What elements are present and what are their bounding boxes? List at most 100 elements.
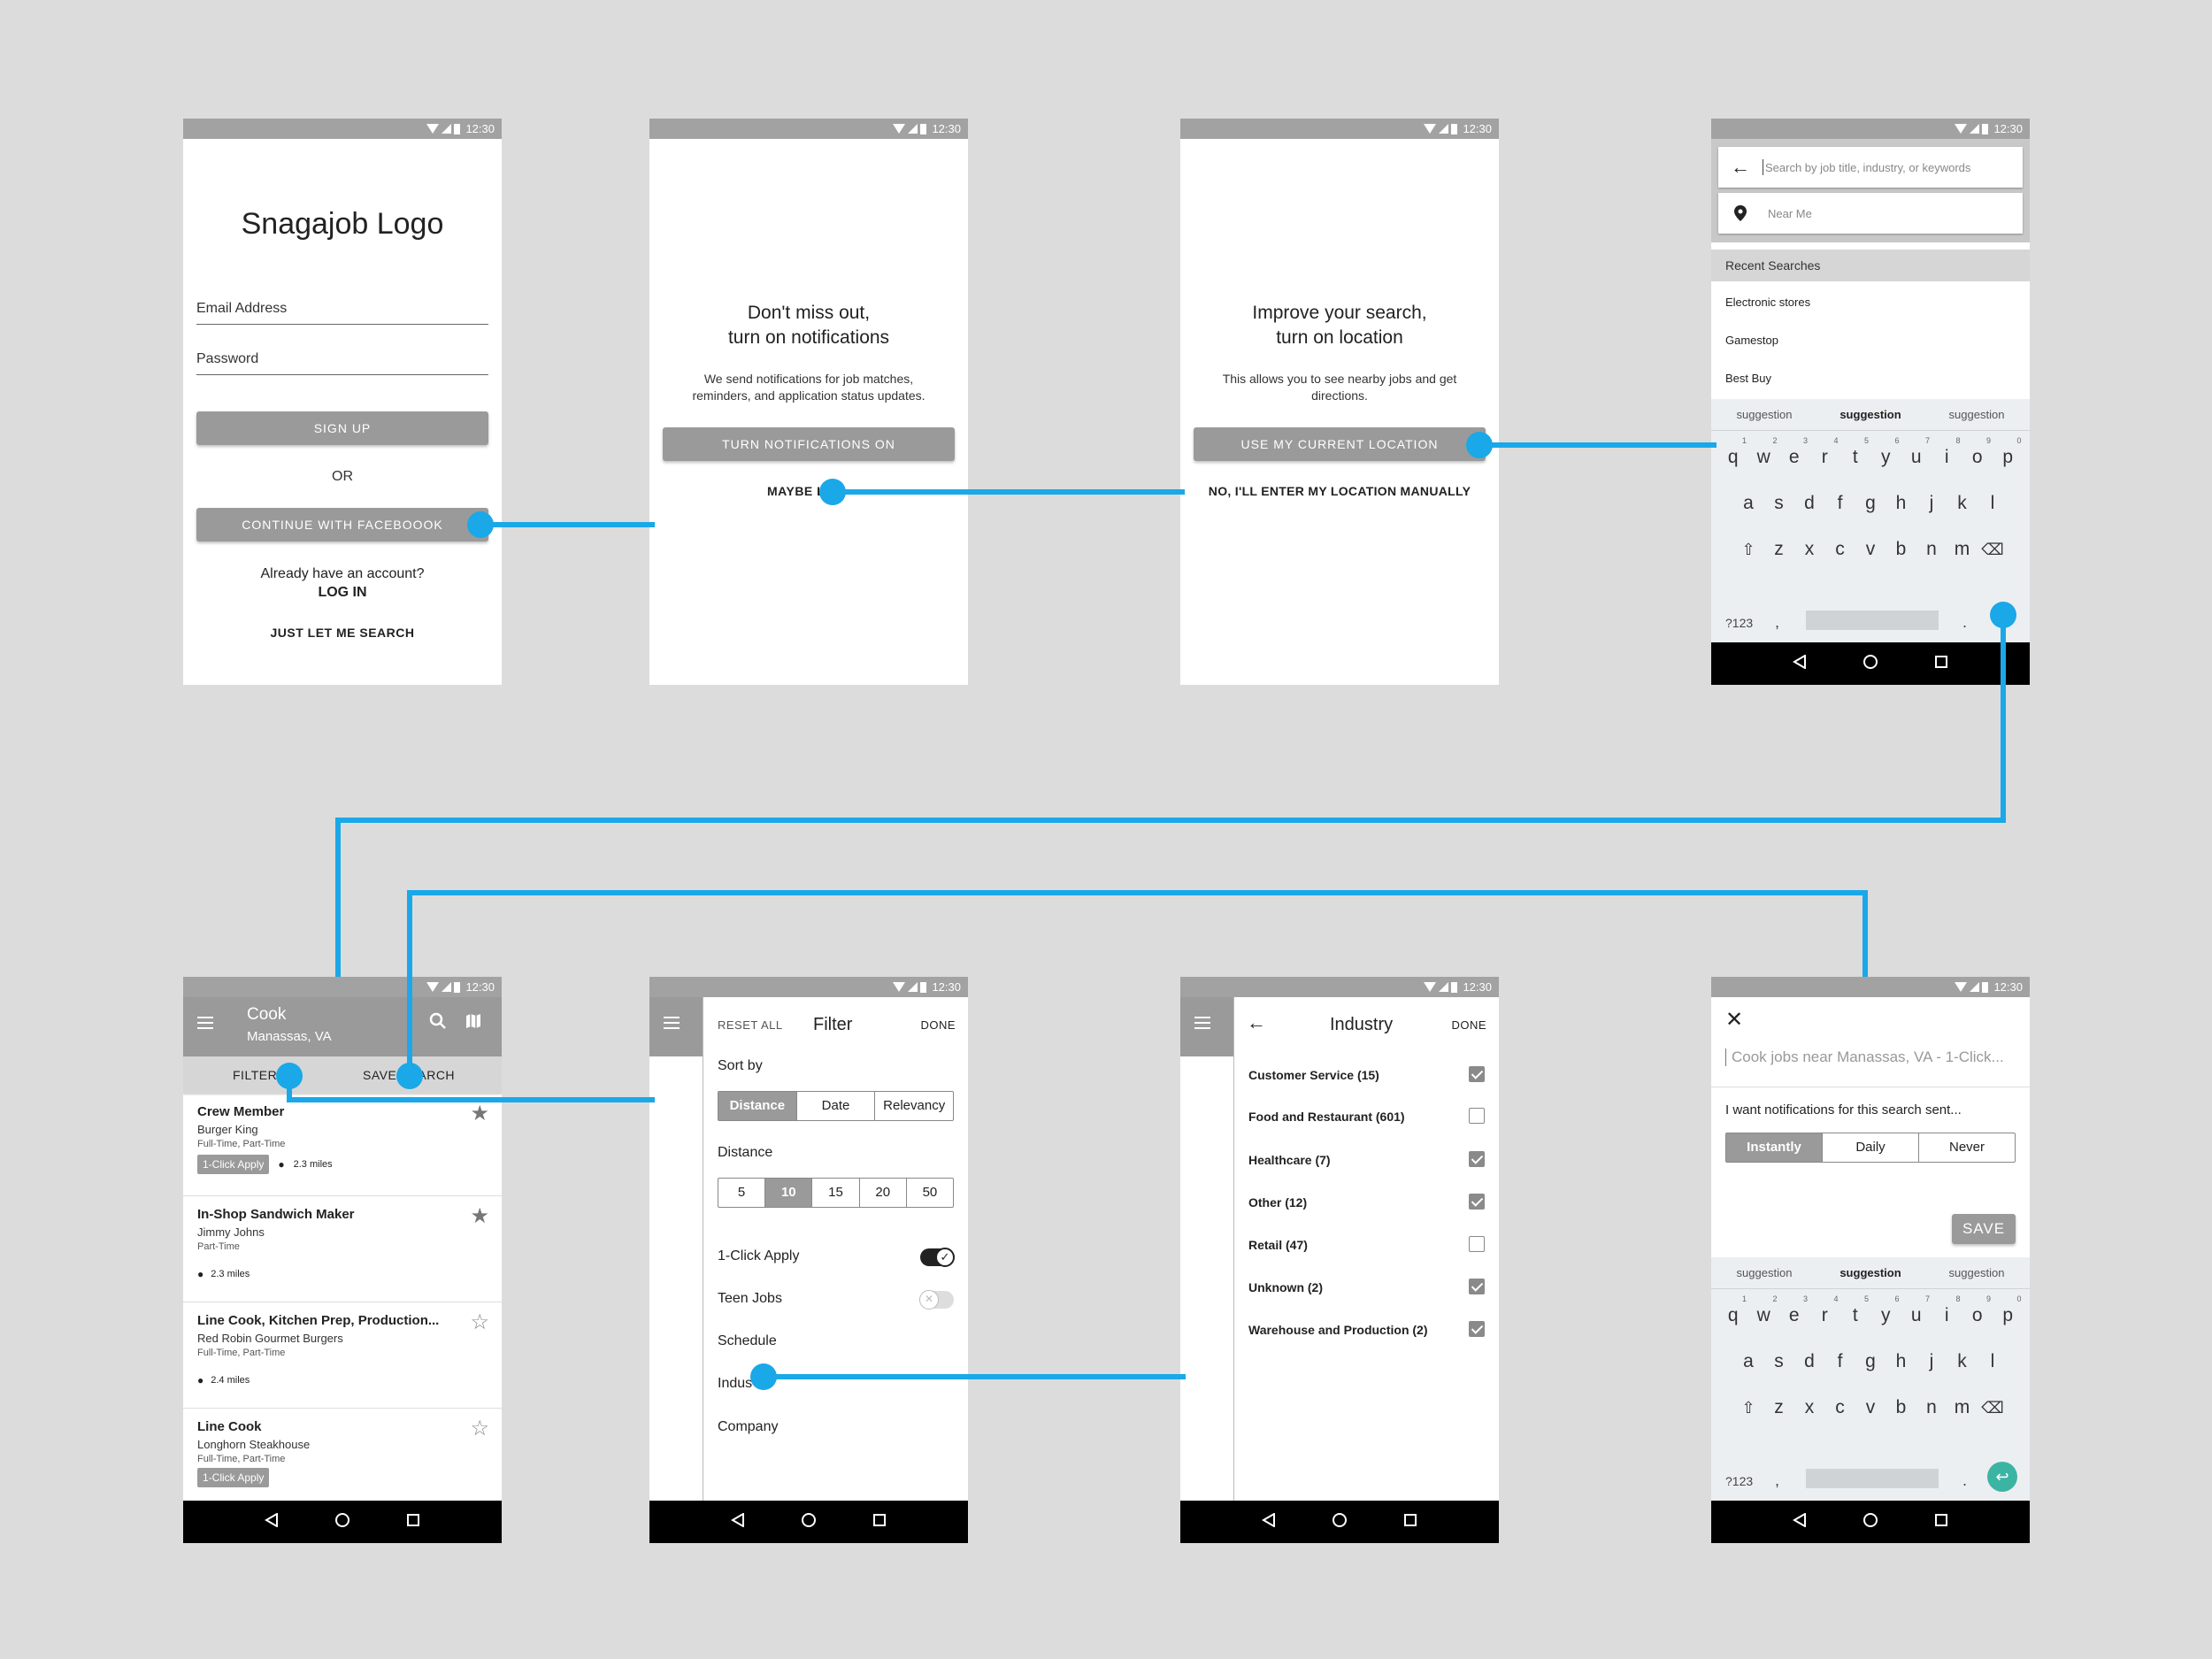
- job-list-item[interactable]: Crew Member Burger King Full-Time, Part-…: [183, 1094, 502, 1196]
- key[interactable]: c: [1835, 539, 1845, 559]
- frequency-segmented-control[interactable]: Instantly Daily Never: [1725, 1133, 2016, 1163]
- one-click-apply-badge[interactable]: 1-Click Apply: [197, 1155, 270, 1174]
- key[interactable]: c: [1835, 1397, 1845, 1417]
- nav-recents-icon[interactable]: [1934, 655, 1948, 673]
- star-outline-icon[interactable]: ☆: [470, 1417, 489, 1440]
- key[interactable]: d: [1804, 493, 1815, 513]
- sign-up-button[interactable]: SIGN UP: [196, 411, 488, 445]
- job-list-item[interactable]: In-Shop Sandwich Maker Jimmy Johns Part-…: [183, 1196, 502, 1302]
- search-icon[interactable]: [429, 1012, 447, 1034]
- password-field[interactable]: Password: [196, 351, 488, 375]
- star-filled-icon[interactable]: ★: [470, 1204, 489, 1228]
- nav-recents-icon[interactable]: [872, 1513, 887, 1532]
- key[interactable]: b: [1895, 539, 1907, 559]
- key[interactable]: s: [1774, 1351, 1784, 1371]
- job-list-item[interactable]: Line Cook, Kitchen Prep, Production... R…: [183, 1302, 502, 1409]
- symbols-key[interactable]: ?123: [1725, 616, 1754, 630]
- nav-back-icon[interactable]: [1261, 1511, 1276, 1532]
- industry-item[interactable]: Warehouse and Production (2): [1248, 1321, 1485, 1337]
- nav-home-icon[interactable]: [1863, 654, 1878, 674]
- key[interactable]: j: [1929, 493, 1934, 513]
- industry-item[interactable]: Retail (47): [1248, 1236, 1485, 1252]
- search-input[interactable]: ← Search by job title, industry, or keyw…: [1718, 147, 2023, 188]
- key[interactable]: g: [1865, 1351, 1876, 1371]
- checkbox-checked[interactable]: [1469, 1321, 1485, 1337]
- checkbox-checked[interactable]: [1469, 1151, 1485, 1167]
- backspace-key-icon[interactable]: ⌫: [1981, 540, 2004, 558]
- job-list-item[interactable]: Line Cook Longhorn Steakhouse Full-Time,…: [183, 1409, 502, 1506]
- nav-home-icon[interactable]: [801, 1512, 817, 1532]
- one-click-apply-badge[interactable]: 1-Click Apply: [197, 1468, 270, 1487]
- suggestion-item[interactable]: suggestion: [1839, 1266, 1901, 1279]
- back-arrow-icon[interactable]: ←: [1731, 156, 1750, 178]
- backspace-key-icon[interactable]: ⌫: [1981, 1398, 2004, 1417]
- continue-with-facebook-button[interactable]: CONTINUE WITH FACEBOOOK: [196, 508, 488, 541]
- key[interactable]: b: [1895, 1397, 1907, 1417]
- frequency-option-daily[interactable]: Daily: [1823, 1133, 1919, 1162]
- done-button[interactable]: DONE: [920, 1018, 956, 1032]
- checkbox-checked[interactable]: [1469, 1279, 1485, 1294]
- comma-key[interactable]: ,: [1775, 613, 1780, 631]
- symbols-key[interactable]: ?123: [1725, 1474, 1754, 1488]
- shift-key-icon[interactable]: ⇧: [1741, 1398, 1755, 1417]
- key[interactable]: l: [1990, 493, 1995, 513]
- done-button[interactable]: DONE: [1451, 1018, 1486, 1032]
- key[interactable]: x: [1804, 1397, 1815, 1417]
- star-filled-icon[interactable]: ★: [470, 1102, 489, 1125]
- log-in-link[interactable]: LOG IN: [318, 585, 367, 600]
- distance-option[interactable]: 10: [765, 1179, 813, 1207]
- nav-recents-icon[interactable]: [1934, 1513, 1948, 1532]
- close-icon[interactable]: ✕: [1725, 1008, 1744, 1032]
- sort-segmented-control[interactable]: Distance Date Relevancy: [718, 1091, 954, 1121]
- distance-option[interactable]: 50: [922, 1185, 938, 1200]
- distance-segmented-control[interactable]: 5 10 15 20 50: [718, 1178, 954, 1208]
- nav-back-icon[interactable]: [730, 1511, 745, 1532]
- key[interactable]: h: [1895, 1351, 1907, 1371]
- key[interactable]: f: [1837, 493, 1843, 513]
- location-input[interactable]: Near Me: [1718, 193, 2023, 234]
- nav-home-icon[interactable]: [334, 1512, 350, 1532]
- comma-key[interactable]: ,: [1775, 1471, 1780, 1489]
- distance-option[interactable]: 20: [860, 1179, 907, 1207]
- sort-option-relevancy[interactable]: Relevancy: [883, 1098, 946, 1113]
- recent-search-item[interactable]: Electronic stores: [1725, 296, 1811, 309]
- maybe-later-link[interactable]: MAYBE L: [767, 484, 826, 498]
- period-key[interactable]: .: [1962, 613, 1968, 631]
- nav-recents-icon[interactable]: [406, 1513, 420, 1532]
- suggestion-item[interactable]: suggestion: [1948, 1266, 2005, 1279]
- industry-item[interactable]: Food and Restaurant (601): [1248, 1108, 1485, 1124]
- nav-back-icon[interactable]: [1792, 653, 1807, 673]
- distance-option[interactable]: 5: [718, 1179, 766, 1207]
- key[interactable]: v: [1865, 539, 1876, 559]
- map-icon[interactable]: [465, 1012, 482, 1034]
- checkbox-checked[interactable]: [1469, 1194, 1485, 1210]
- period-key[interactable]: .: [1962, 1471, 1968, 1489]
- key[interactable]: k: [1957, 493, 1967, 513]
- key[interactable]: a: [1743, 1351, 1754, 1371]
- frequency-option-never[interactable]: Never: [1948, 1140, 1985, 1155]
- key[interactable]: g: [1865, 493, 1876, 513]
- enter-key-icon[interactable]: ↩: [1987, 1462, 2017, 1492]
- nav-home-icon[interactable]: [1863, 1512, 1878, 1532]
- menu-icon[interactable]: [197, 1017, 213, 1029]
- shift-key-icon[interactable]: ⇧: [1741, 540, 1755, 558]
- recent-search-item[interactable]: Best Buy: [1725, 372, 1772, 385]
- checkbox-checked[interactable]: [1469, 1066, 1485, 1082]
- nav-recents-icon[interactable]: [1403, 1513, 1417, 1532]
- search-name-input[interactable]: Cook jobs near Manassas, VA - 1-Click...: [1725, 1048, 2016, 1066]
- key[interactable]: n: [1926, 539, 1937, 559]
- key[interactable]: m: [1954, 1397, 1970, 1417]
- key[interactable]: z: [1774, 539, 1784, 559]
